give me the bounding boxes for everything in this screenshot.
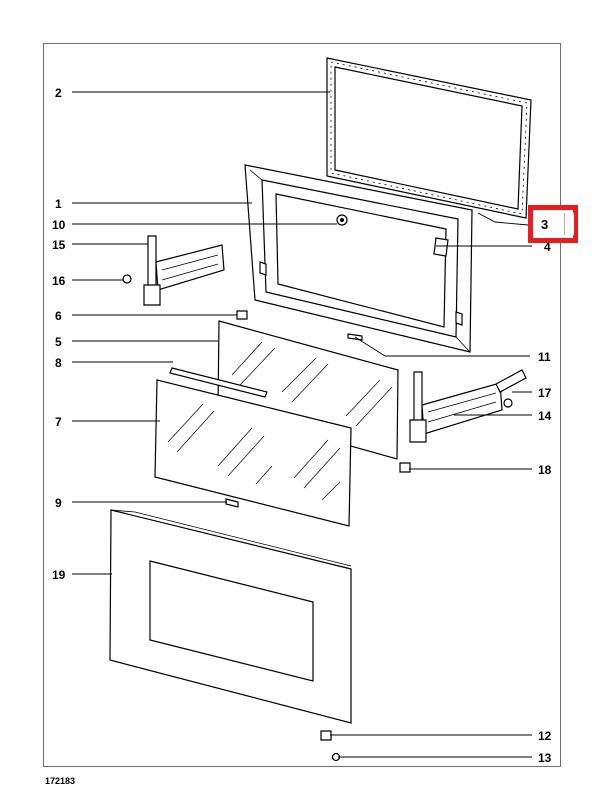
hinge-screw-16	[122, 274, 132, 284]
clip-18	[399, 462, 411, 473]
outer-glass	[154, 379, 352, 527]
leader-lines	[72, 91, 532, 758]
label-18: 18	[538, 463, 552, 477]
door-gasket	[326, 57, 532, 219]
label-9: 9	[55, 496, 62, 510]
glass-seal-8	[169, 367, 268, 398]
label-6: 6	[55, 309, 62, 323]
label-11: 11	[538, 350, 551, 364]
clip-12	[320, 730, 332, 741]
label-12: 12	[538, 729, 552, 743]
clip-9	[225, 498, 239, 508]
label-5: 5	[55, 335, 62, 349]
label-14: 14	[538, 409, 552, 423]
label-1: 1	[55, 197, 62, 211]
left-hinge	[122, 235, 225, 306]
right-hinge	[409, 369, 527, 443]
label-2: 2	[55, 86, 62, 100]
highlight-inner-box	[564, 213, 574, 235]
diagram-frame	[43, 43, 561, 767]
label-19: 19	[52, 568, 66, 582]
diagram-code: 172183	[45, 776, 76, 786]
label-7: 7	[55, 415, 62, 429]
label-16: 16	[52, 274, 66, 288]
hinge-screw-17	[503, 398, 513, 408]
label-13: 13	[538, 751, 552, 765]
clip-6	[236, 310, 248, 320]
highlighted-part-marker: 3	[528, 205, 578, 243]
label-10: 10	[52, 218, 66, 232]
inner-door-frame	[244, 164, 473, 353]
outer-door-panel	[109, 509, 352, 724]
label-3: 3	[541, 217, 549, 232]
label-15: 15	[52, 238, 66, 252]
label-4: 4	[544, 240, 551, 254]
inner-glass	[217, 320, 399, 460]
part-number-labels: 2 1 10 15 16 6 5 8 7 9 19 4 11 17 14 18 …	[52, 86, 552, 765]
label-8: 8	[55, 356, 62, 370]
label-17: 17	[538, 386, 552, 400]
